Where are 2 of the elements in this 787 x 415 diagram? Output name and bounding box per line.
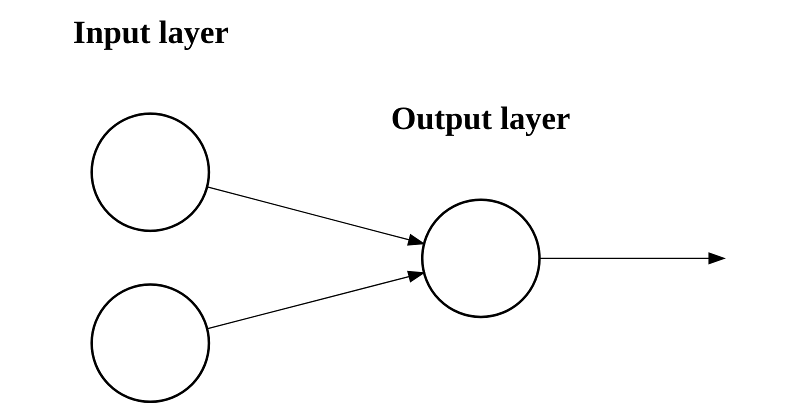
label: Output layer xyxy=(390,100,570,137)
label: Input layer xyxy=(72,14,228,51)
